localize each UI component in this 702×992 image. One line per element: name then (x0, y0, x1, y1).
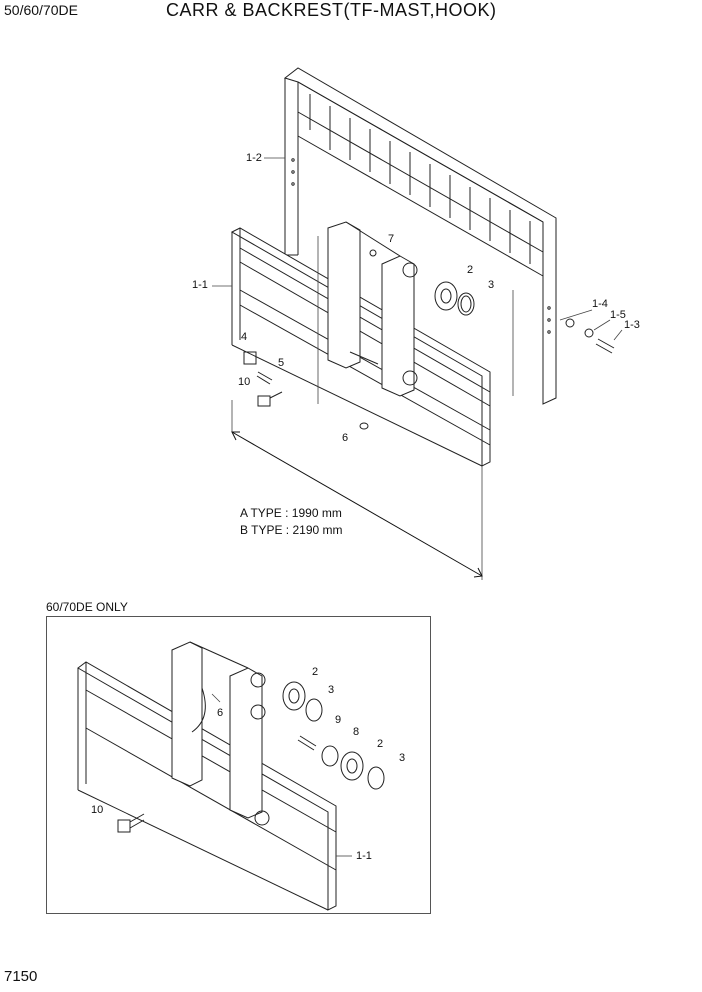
callout-6: 6 (342, 432, 349, 444)
carriage-plate-part (230, 227, 491, 467)
backrest-part (283, 67, 557, 405)
callout-5: 5 (278, 357, 285, 369)
inset-label: 60/70DE ONLY (46, 600, 128, 614)
callout-7: 7 (388, 233, 395, 245)
a-type-dimension: A TYPE : 1990 mm (240, 506, 342, 520)
fasteners-part (243, 249, 615, 430)
bearing-rings-part (434, 281, 475, 316)
callout-10: 10 (238, 376, 251, 388)
inset-callout-2: 2 (312, 666, 319, 678)
dimension-arrow (231, 431, 483, 578)
model-label: 50/60/70DE (4, 2, 78, 18)
inset-callout-10: 10 (91, 804, 104, 816)
callout-2: 2 (467, 264, 474, 276)
callout-4: 4 (241, 331, 248, 343)
b-type-dimension: B TYPE : 2190 mm (240, 523, 343, 537)
hook-frame-part (327, 221, 418, 397)
inset-callout-3: 3 (328, 684, 335, 696)
callout-3: 3 (488, 279, 495, 291)
inset-callout-8: 8 (353, 726, 360, 738)
inset-callout-2b: 2 (377, 738, 384, 750)
callout-1-4: 1-4 (592, 298, 608, 310)
inset-callout-6: 6 (217, 707, 224, 719)
inset-callout-1-1: 1-1 (356, 850, 372, 862)
inset-box (46, 616, 431, 914)
callout-carriage: 1-1 (192, 279, 208, 291)
callout-backrest: 1-2 (246, 152, 262, 164)
page-number: 7150 (4, 968, 38, 985)
inset-callout-3b: 3 (399, 752, 406, 764)
page-title: CARR & BACKREST(TF-MAST,HOOK) (166, 0, 497, 20)
inset-callout-9: 9 (335, 714, 342, 726)
callout-1-3: 1-3 (624, 319, 640, 331)
callout-1-5: 1-5 (610, 309, 626, 321)
